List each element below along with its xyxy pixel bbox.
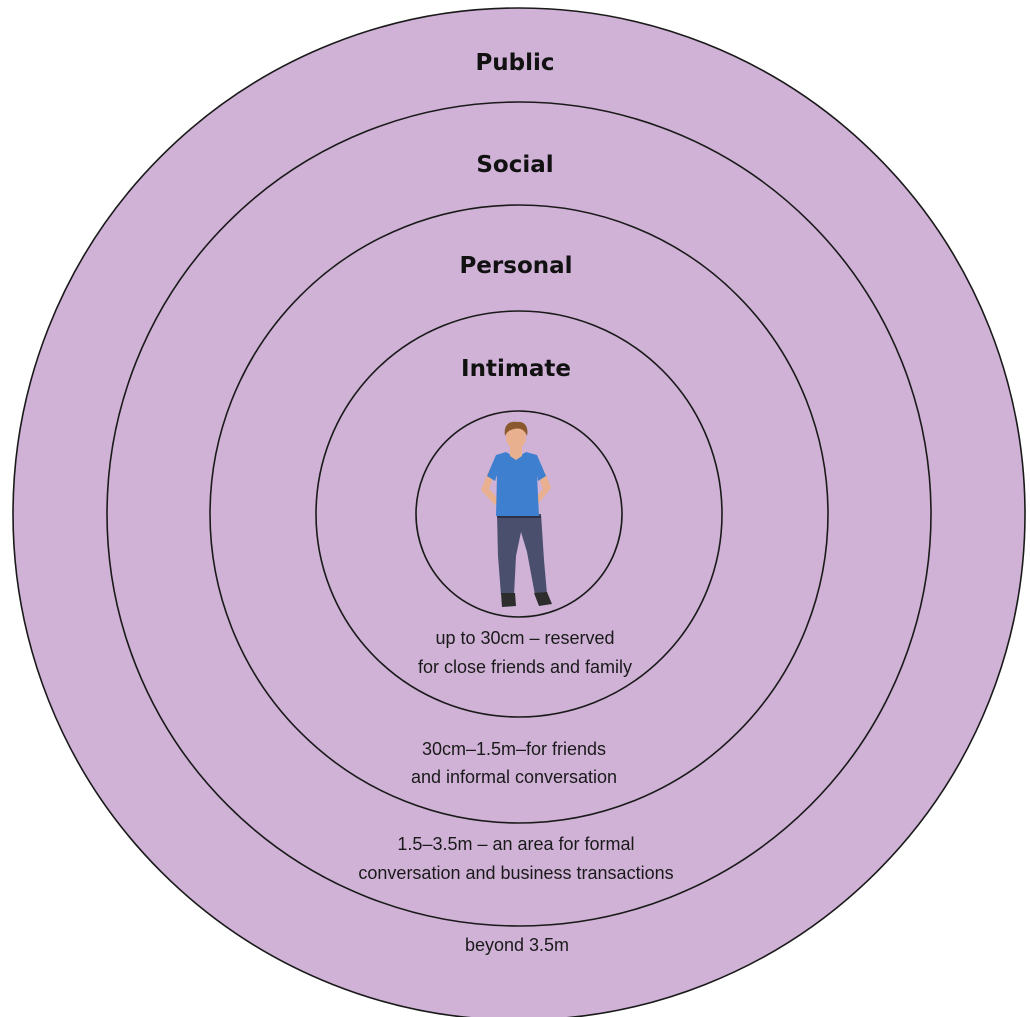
person-left-arm <box>481 470 499 505</box>
public-zone-title: Public <box>475 50 554 76</box>
person-shirt <box>487 452 546 516</box>
social-zone-title: Social <box>476 152 553 178</box>
public-zone-description: beyond 3.5m <box>465 935 569 955</box>
personal-zone-description-line-1: 30cm–1.5m–for friends <box>422 739 606 759</box>
social-zone-description-line-1: 1.5–3.5m – an area for formal <box>397 834 634 854</box>
person-hair <box>504 421 528 436</box>
intimate-zone-description-line-2: for close friends and family <box>418 657 632 677</box>
person-head <box>506 425 526 449</box>
person-right-shoe <box>534 592 552 606</box>
intimate-zone-title: Intimate <box>461 356 571 382</box>
person-neck <box>510 446 522 460</box>
zone-rings <box>12 7 1026 1017</box>
personal-zone-title: Personal <box>459 253 572 279</box>
person-jeans <box>497 514 547 595</box>
personal-zone-description-line-2: and informal conversation <box>411 767 617 787</box>
person-left-shoe <box>501 593 516 607</box>
social-zone-description-line-2: conversation and business transactions <box>358 863 673 883</box>
intimate-zone-description-line-1: up to 30cm – reserved <box>435 628 614 648</box>
person-figure-icon <box>481 421 552 607</box>
